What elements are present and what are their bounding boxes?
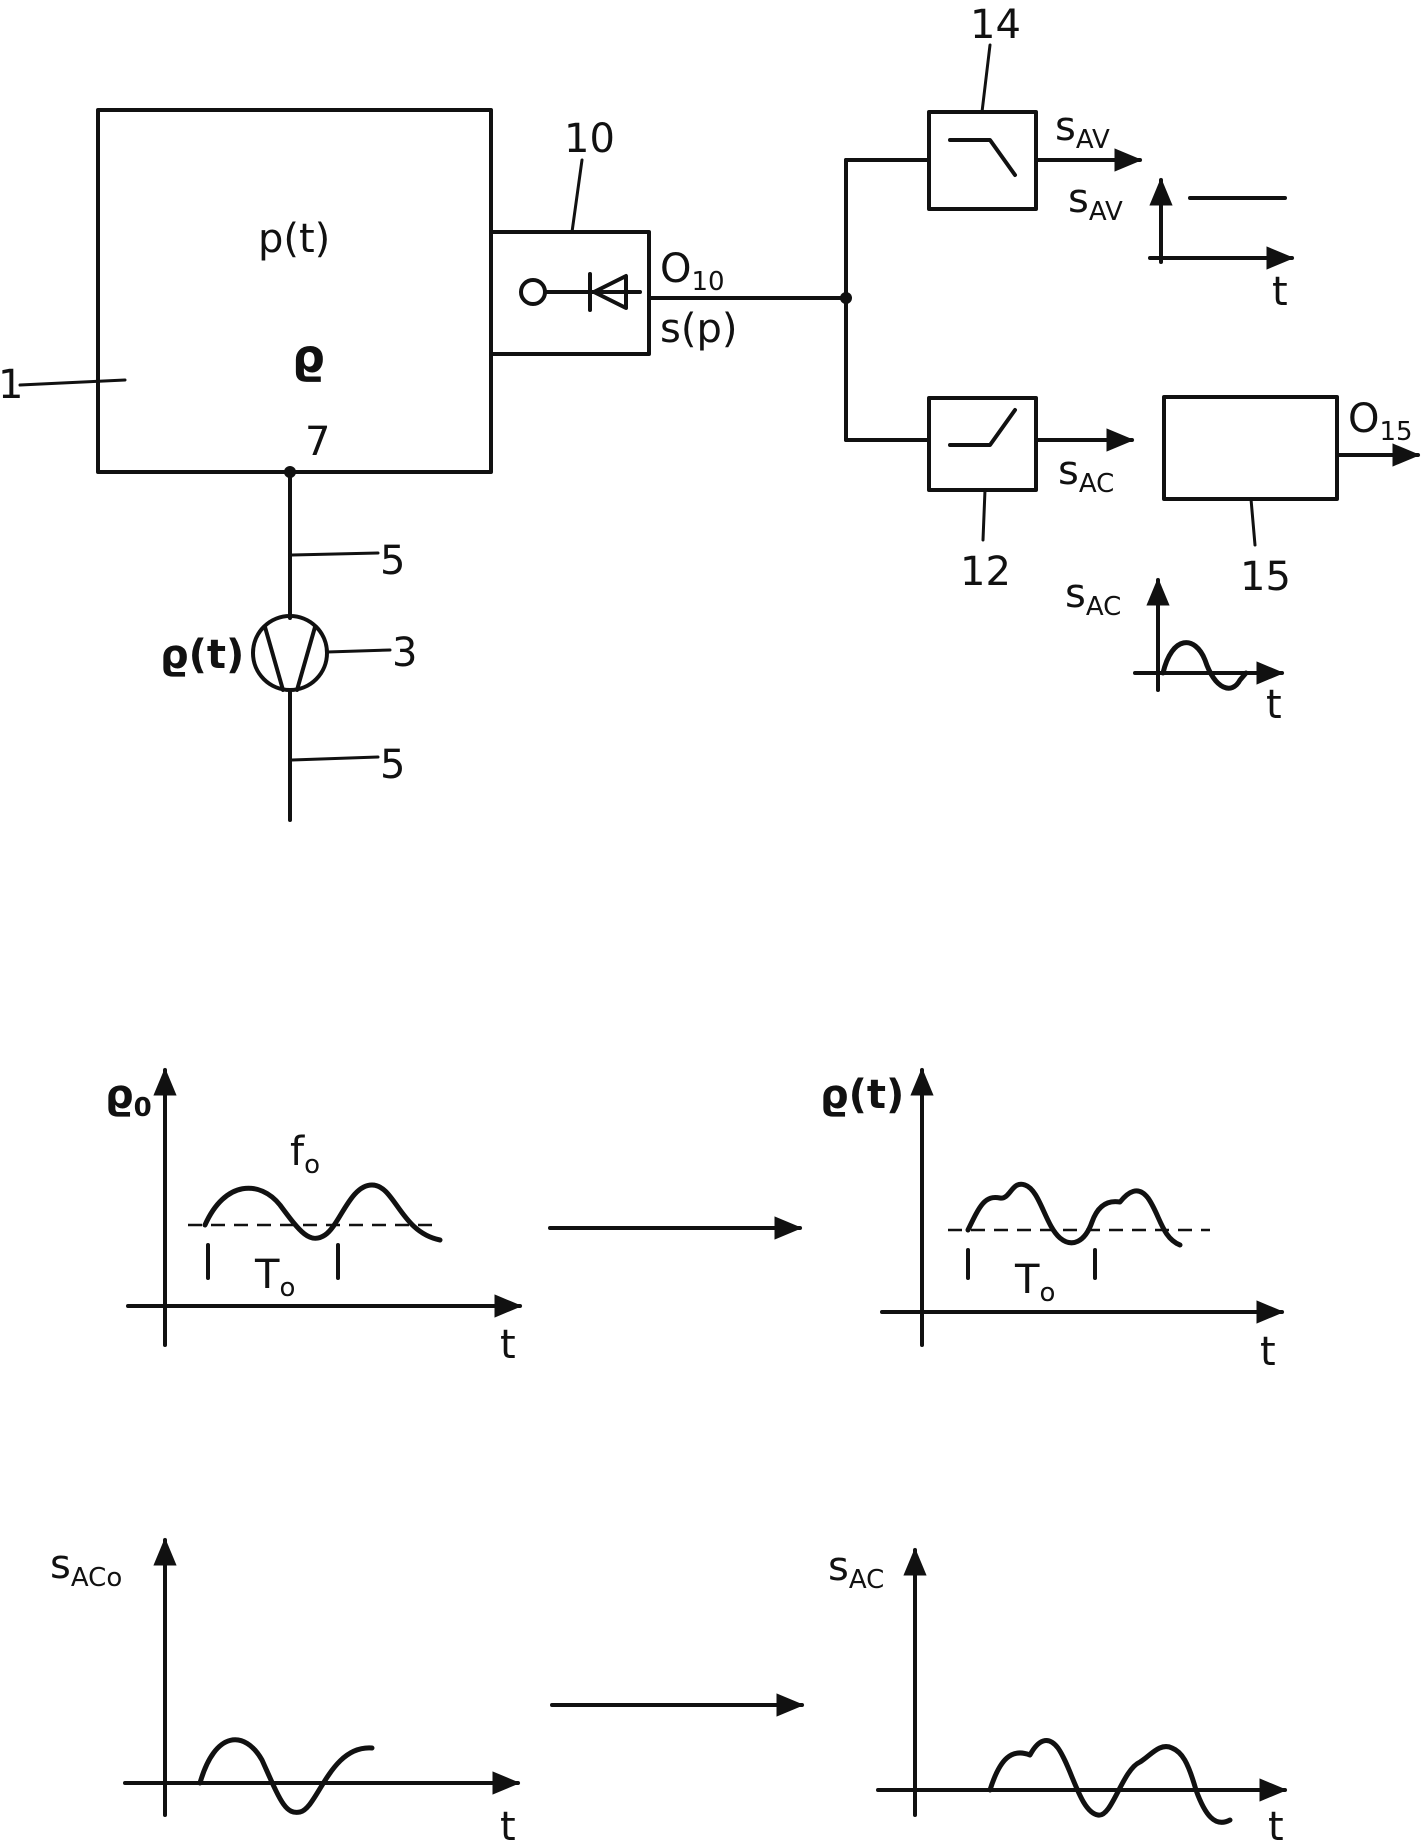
plot-rho0: ϱ0 fo To t: [105, 1070, 520, 1368]
plot-sac0-x-label: t: [500, 1804, 516, 1848]
plot-rho0-x-label: t: [500, 1322, 516, 1368]
highpass-filter-icon: [950, 410, 1015, 445]
lowpass-filter-block: [929, 112, 1036, 209]
conduit-upper-ref: 5: [380, 538, 405, 584]
chamber-pressure-label: p(t): [258, 216, 330, 262]
plot-rho0-wave: [205, 1185, 440, 1240]
lowpass-ref-leader: [982, 45, 990, 112]
sensor-output-label: O10: [660, 246, 725, 297]
evaluator-ref-number: 15: [1240, 554, 1291, 600]
chamber-density-label: ϱ: [292, 329, 325, 383]
conduit-upper-leader: [292, 553, 378, 555]
plot-sac-y-label: sAC: [828, 1544, 884, 1595]
sensor-ref-leader: [572, 160, 582, 232]
sensor-ref-number: 10: [564, 116, 615, 162]
chamber-ref-leader: [20, 380, 125, 385]
inset-ac-wave: [1163, 643, 1246, 689]
pump-ref-leader: [327, 650, 390, 652]
junction-ref-number: 7: [305, 419, 330, 465]
chamber-block: [98, 110, 491, 472]
plot-sac-x-label: t: [1268, 1804, 1284, 1848]
conduit-lower-leader: [292, 757, 378, 760]
plot-sac0-y-label: sACo: [50, 1542, 122, 1593]
plot-rhot-period-label: To: [1014, 1257, 1055, 1308]
lowpass-ref-number: 14: [970, 2, 1021, 48]
inset-av-y-label: sAV: [1068, 176, 1123, 227]
pump-label: ϱ(t): [160, 632, 244, 678]
evaluator-ref-leader: [1251, 499, 1255, 545]
inset-ac-x-label: t: [1266, 682, 1282, 728]
inset-ac-y-label: sAC: [1065, 571, 1121, 622]
plot-rho0-y-label: ϱ0: [105, 1072, 152, 1123]
highpass-ref-number: 12: [960, 549, 1011, 595]
plot-sac0-wave: [200, 1740, 372, 1813]
lowpass-filter-icon: [950, 140, 1015, 175]
pump-ref-number: 3: [392, 630, 417, 676]
highpass-ref-leader: [983, 490, 985, 540]
plot-sac0: sACo t: [50, 1540, 518, 1848]
sensor-signal-label: s(p): [660, 306, 737, 352]
plot-rhot: ϱ(t) To t: [820, 1070, 1282, 1375]
plot-rhot-x-label: t: [1260, 1329, 1276, 1375]
highpass-output-label: sAC: [1058, 448, 1114, 499]
plot-rhot-wave: [968, 1184, 1180, 1245]
inset-av-x-label: t: [1272, 269, 1288, 315]
conduit-lower-ref: 5: [380, 742, 405, 788]
lowpass-output-label: sAV: [1055, 104, 1110, 155]
plot-rho0-period-label: To: [254, 1252, 295, 1303]
sensor-diode-circle-icon: [521, 280, 545, 304]
evaluator-output-label: O15: [1348, 396, 1413, 447]
evaluator-block: [1164, 397, 1337, 499]
chamber-ref-number: 1: [0, 362, 23, 408]
plot-sac-wave: [990, 1741, 1230, 1823]
plot-rho0-frequency-label: fo: [290, 1129, 320, 1180]
plot-rhot-y-label: ϱ(t): [820, 1072, 904, 1118]
plot-sac: sAC t: [828, 1544, 1285, 1848]
